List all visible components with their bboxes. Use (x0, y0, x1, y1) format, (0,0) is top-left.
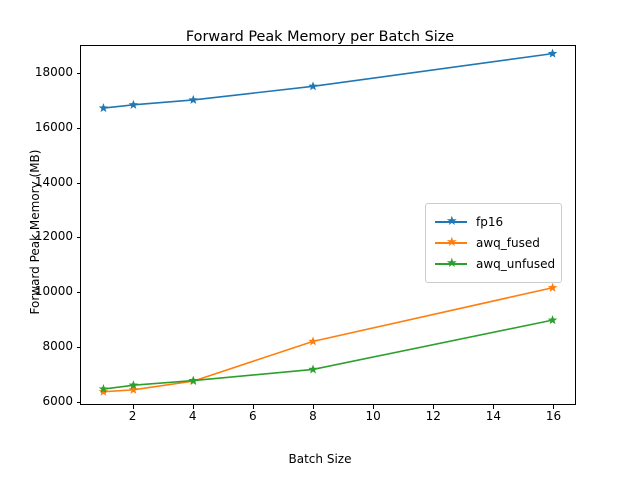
data-point-marker (128, 99, 139, 109)
x-tick-label: 14 (485, 409, 501, 423)
data-point-marker (188, 94, 199, 104)
x-tick-mark (553, 405, 555, 409)
y-tick-label: 18000 (34, 65, 73, 80)
legend-item-awq_fused[interactable]: ★ awq_fused (435, 232, 552, 253)
y-tick-mark (76, 292, 80, 294)
x-tick-mark (132, 405, 134, 409)
data-point-marker (98, 386, 109, 396)
data-point-marker (308, 81, 318, 91)
series-line (103, 286, 553, 393)
y-tick-label: 6000 (42, 393, 73, 408)
data-point-marker (98, 384, 109, 394)
legend-swatch-icon: ★ (435, 255, 467, 271)
y-tick-mark (76, 346, 80, 348)
legend: ★ fp16 ★ awq_fused ★ awq_unfused (425, 203, 562, 283)
x-tick-mark (192, 405, 194, 409)
y-tick-mark (76, 401, 80, 403)
data-point-marker (308, 336, 318, 346)
legend-label: fp16 (476, 214, 504, 229)
y-tick-label: 12000 (34, 229, 73, 244)
x-tick-label: 12 (425, 409, 441, 423)
legend-item-fp16[interactable]: ★ fp16 (435, 211, 552, 232)
y-tick-mark (76, 127, 80, 129)
legend-item-awq_unfused[interactable]: ★ awq_unfused (435, 253, 556, 274)
series-line (103, 52, 553, 109)
y-tick-label: 14000 (34, 174, 73, 189)
legend-label: awq_fused (476, 235, 540, 250)
series-awq_fused (98, 282, 558, 396)
data-point-marker (128, 384, 139, 394)
legend-swatch-icon: ★ (435, 213, 467, 229)
data-point-marker (188, 375, 199, 385)
series-layer (98, 48, 558, 396)
series-line (103, 319, 553, 390)
legend-label: awq_unfused (476, 256, 556, 271)
page-title: Forward Peak Memory per Batch Size (185, 29, 455, 45)
star-icon: ★ (446, 213, 458, 229)
x-tick-label: 10 (365, 409, 381, 423)
legend-swatch-icon: ★ (435, 234, 467, 250)
y-tick-label: 8000 (42, 338, 73, 353)
star-icon: ★ (446, 234, 458, 250)
x-tick-label: 16 (545, 409, 562, 423)
x-tick-label: 2 (128, 409, 137, 423)
x-tick-mark (373, 405, 375, 409)
x-tick-label: 6 (249, 409, 257, 423)
x-tick-label: 4 (188, 409, 197, 423)
y-tick-mark (76, 237, 80, 239)
x-tick-mark (493, 405, 495, 409)
data-point-marker (547, 48, 558, 58)
y-tick-label: 10000 (34, 284, 73, 299)
data-point-marker (98, 103, 109, 113)
x-tick-mark (312, 405, 314, 409)
data-point-marker (547, 282, 558, 292)
y-tick-mark (76, 73, 80, 75)
y-tick-label: 16000 (34, 119, 73, 134)
x-tick-mark (252, 405, 254, 409)
x-axis-label: Batch Size (288, 452, 352, 466)
x-tick-label: 8 (309, 409, 317, 423)
series-fp16 (98, 48, 558, 113)
y-tick-mark (76, 182, 80, 184)
x-tick-mark (433, 405, 435, 409)
data-point-marker (547, 315, 558, 325)
series-awq_unfused (98, 315, 558, 394)
data-point-marker (128, 380, 139, 390)
data-point-marker (308, 364, 318, 374)
star-icon: ★ (446, 255, 458, 271)
